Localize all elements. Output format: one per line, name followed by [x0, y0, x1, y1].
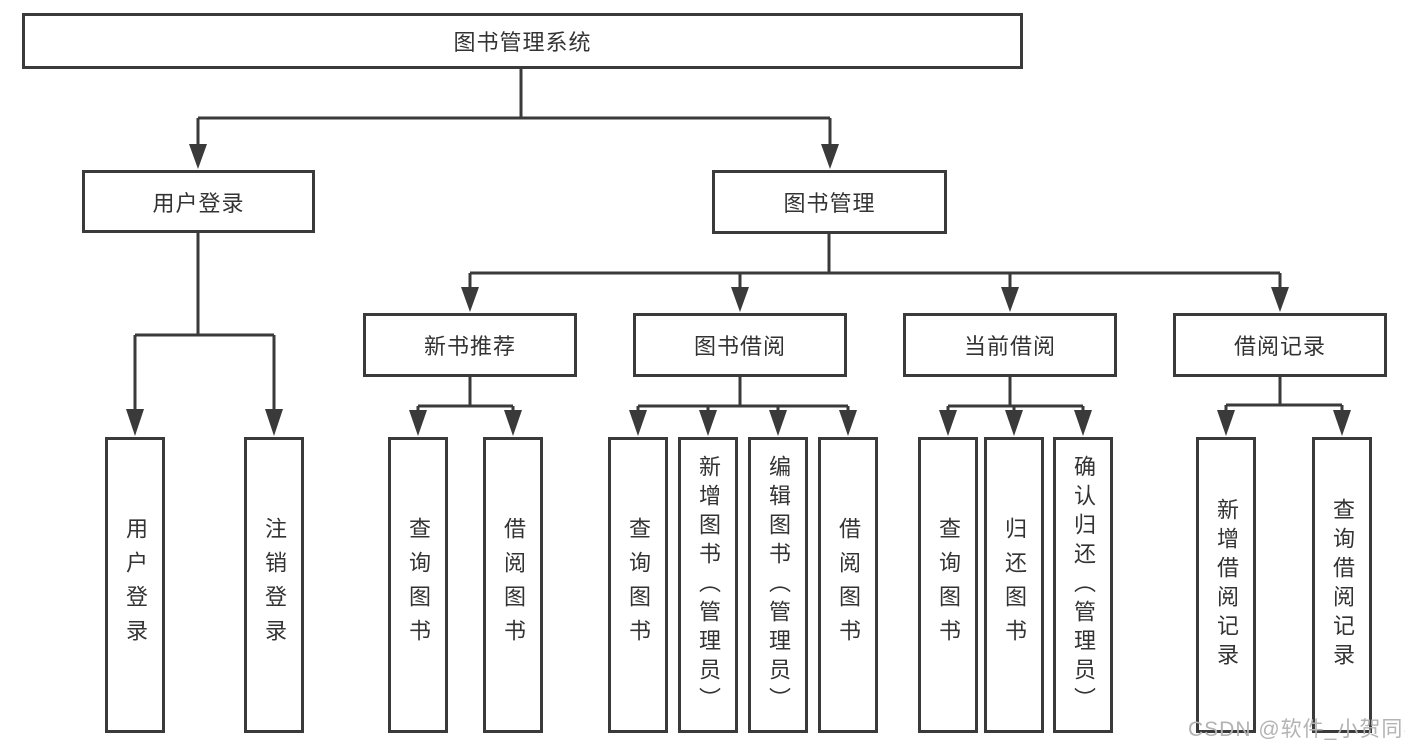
node-user-login: 用户登录: [82, 170, 315, 233]
leaf-logout: 注销登录: [244, 437, 304, 733]
leaf-query-borrow-record: 查询借阅记录: [1312, 437, 1372, 733]
node-new-book-recommend: 新书推荐: [363, 313, 577, 377]
leaf-user-login: 用户登录: [105, 437, 165, 733]
csdn-watermark: CSDN @软件_小贺同学: [1188, 718, 1405, 741]
node-book-management: 图书管理: [712, 170, 947, 234]
leaf-borrow-books-recommend: 借阅图书: [483, 437, 543, 733]
leaf-query-books-borrow: 查询图书: [608, 437, 668, 733]
leaf-borrow-books: 借阅图书: [818, 437, 878, 733]
leaf-confirm-return-admin: 确认归还（管理员）: [1053, 437, 1113, 733]
leaf-return-book: 归还图书: [984, 437, 1044, 733]
leaf-edit-book-admin: 编辑图书（管理员）: [748, 437, 808, 733]
leaf-query-books-recommend: 查询图书: [388, 437, 448, 733]
node-current-borrow: 当前借阅: [903, 313, 1117, 377]
node-root-system: 图书管理系统: [22, 13, 1023, 69]
node-borrow-records: 借阅记录: [1173, 313, 1387, 377]
leaf-add-book-admin: 新增图书（管理员）: [678, 437, 738, 733]
leaf-query-books-current: 查询图书: [918, 437, 978, 733]
leaf-add-borrow-record: 新增借阅记录: [1196, 437, 1256, 733]
arrowheads: [126, 144, 1351, 436]
node-book-borrow: 图书借阅: [633, 313, 847, 377]
